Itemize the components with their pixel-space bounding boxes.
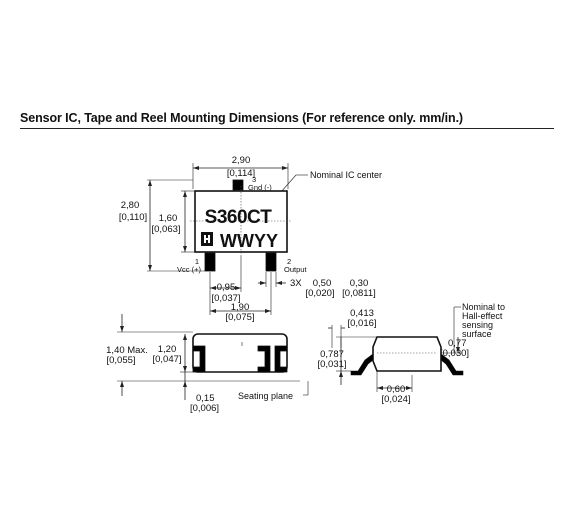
package-body-end [372, 336, 442, 372]
width-dim: 2,90 [232, 155, 251, 166]
pin3-lead [232, 179, 244, 191]
marking-line1: S360CT [205, 207, 273, 228]
end-view: 0,413 [0,016] 0,787 [0,031] Nominal to H… [317, 302, 505, 405]
pin2-label: Output [284, 265, 307, 274]
end-lead-right [440, 353, 464, 376]
pin1-lead [204, 252, 216, 272]
pin2-number: 2 [287, 257, 291, 266]
standoff-dim-in: [0,006] [190, 403, 219, 414]
end-d1: 0,413 [350, 308, 374, 319]
package-body-side [192, 333, 288, 373]
pitch-dim: 0,95 [217, 282, 236, 293]
height-dim-in: [0,110] [119, 212, 147, 223]
body-height-dim-in: [0,063] [151, 224, 180, 235]
page-title: Sensor IC, Tape and Reel Mounting Dimens… [20, 111, 463, 125]
end-d2: 0,787 [320, 349, 344, 360]
side-view: Seating plane 1,40 Max. [0,055] 1,20 [0,… [106, 314, 309, 414]
top-view: 2,90 [0,114] 3 Gnd (-) Nominal IC center… [119, 155, 382, 323]
end-d3: 0,77 [448, 338, 467, 349]
pin2-lead [265, 252, 277, 272]
standoff-dim: 0,15 [196, 393, 215, 404]
pin3-label: Gnd (-) [248, 183, 272, 192]
pin1-number: 1 [195, 257, 199, 266]
body-height-dim: 1,60 [159, 213, 178, 224]
logo-icon [201, 232, 213, 246]
seating-plane-label: Seating plane [238, 391, 293, 401]
span-dim: 1,90 [231, 302, 250, 313]
lead-width-dim: 0,50 [313, 278, 332, 289]
span-dim-in: [0,075] [225, 312, 254, 323]
hall-note-line3: sensing [462, 320, 493, 330]
lead-width2-dim: 0,30 [350, 278, 369, 289]
max-height-dim: 1,40 Max. [106, 345, 148, 356]
pitch-dim-in: [0,037] [211, 293, 240, 304]
title-divider [20, 128, 554, 129]
max-height-dim-in: [0,055] [106, 355, 135, 366]
height-dim-side: 1,20 [158, 344, 177, 355]
end-d4-in: [0,024] [381, 394, 410, 405]
lead-count: 3X [290, 278, 302, 289]
pin3-number: 3 [252, 175, 256, 184]
end-lead-left [350, 353, 374, 376]
side-lead-left [192, 345, 206, 373]
width-dim-in: [0,114] [227, 168, 255, 179]
nominal-center-label: Nominal IC center [310, 170, 382, 180]
end-d3-in: [0,030] [440, 348, 469, 359]
end-d1-in: [0,016] [347, 318, 376, 329]
side-lead-right [274, 345, 288, 373]
end-d4: 0,60 [387, 384, 406, 395]
lead-width2-dim-in: [0,0811] [342, 288, 376, 299]
height-dim: 2,80 [121, 200, 140, 211]
pin1-label: Vcc (+) [177, 265, 201, 274]
side-lead-mid [257, 345, 271, 373]
marking-line2: WWYY [220, 231, 278, 251]
hall-note-line1: Nominal to [462, 302, 505, 312]
hall-note-line4: surface [462, 329, 492, 339]
height-dim-side-in: [0,047] [152, 354, 181, 365]
hall-note-line2: Hall-effect [462, 311, 503, 321]
lead-width-dim-in: [0,020] [305, 288, 334, 299]
end-d2-in: [0,031] [317, 359, 346, 370]
